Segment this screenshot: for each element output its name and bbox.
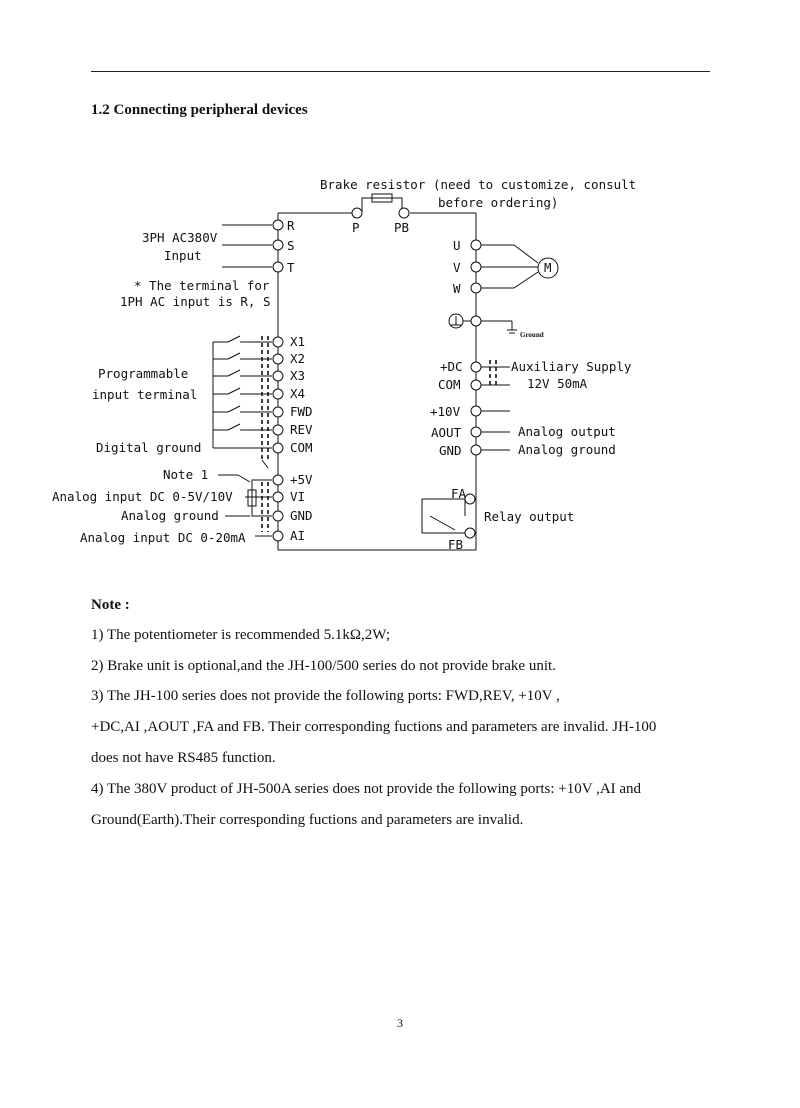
single-phase-note-line1: * The terminal for bbox=[134, 278, 270, 293]
terminal-fb-label: FB bbox=[448, 537, 463, 552]
terminal-t-label: T bbox=[287, 260, 295, 275]
terminal-p-label: P bbox=[352, 220, 360, 235]
wiring-diagram: Brake resistor (need to customize, consu… bbox=[52, 177, 636, 552]
terminal-vi-label: VI bbox=[290, 489, 305, 504]
brake-note-line2: before ordering) bbox=[438, 195, 558, 210]
programmable-label-line2: input terminal bbox=[92, 387, 197, 402]
analog-input-voltage-label: Analog input DC 0-5V/10V bbox=[52, 489, 233, 504]
analog-input-current-label: Analog input DC 0-20mA bbox=[80, 530, 246, 545]
terminal-s-label: S bbox=[287, 238, 295, 253]
page-number: 3 bbox=[397, 1016, 403, 1030]
brake-resistor-label: Brake resistor bbox=[320, 177, 426, 192]
input-label-line2: Input bbox=[164, 248, 202, 263]
terminal-w-label: W bbox=[453, 281, 461, 296]
terminal-x1-label: X1 bbox=[290, 334, 305, 349]
analog-ground-right-label: Analog ground bbox=[518, 442, 616, 457]
terminal-5v-label: +5V bbox=[290, 472, 313, 487]
single-phase-note-line2: 1PH AC input is R, S bbox=[120, 294, 271, 309]
note1-label: Note 1 bbox=[163, 467, 208, 482]
aux-supply-line2: 12V 50mA bbox=[527, 376, 588, 391]
note-line-4: +DC,AI ,AOUT ,FA and FB. Their correspon… bbox=[91, 719, 657, 735]
note-line-6: 4) The 380V product of JH-500A series do… bbox=[91, 781, 642, 797]
terminal-v-label: V bbox=[453, 260, 461, 275]
terminal-rev-label: REV bbox=[290, 422, 313, 437]
terminal-x3-label: X3 bbox=[290, 368, 305, 383]
ground-label: Ground bbox=[520, 331, 544, 339]
header-rule bbox=[91, 71, 710, 72]
terminal-pb-label: PB bbox=[394, 220, 409, 235]
analog-ground-left-label: Analog ground bbox=[121, 508, 219, 523]
note-line-3: 3) The JH-100 series does not provide th… bbox=[91, 688, 560, 704]
terminal-com-label: COM bbox=[290, 440, 313, 455]
programmable-label-line1: Programmable bbox=[98, 366, 188, 381]
terminal-fa-label: FA bbox=[451, 486, 467, 501]
terminal-gnd-right-label: GND bbox=[439, 443, 462, 458]
terminal-fwd-label: FWD bbox=[290, 404, 313, 419]
terminal-gnd-label: GND bbox=[290, 508, 313, 523]
analog-output-label: Analog output bbox=[518, 424, 616, 439]
input-label-line1: 3PH AC380V bbox=[142, 230, 218, 245]
note-line-7: Ground(Earth).Their corresponding fuctio… bbox=[91, 812, 524, 828]
relay-output-label: Relay output bbox=[484, 509, 574, 524]
brake-note-line1: (need to customize, consult bbox=[433, 177, 636, 192]
terminal-10v-label: +10V bbox=[430, 404, 461, 419]
terminal-dc-label: +DC bbox=[440, 359, 463, 374]
terminal-ai-label: AI bbox=[290, 528, 305, 543]
note-title: Note : bbox=[91, 597, 130, 613]
motor-label: M bbox=[544, 260, 552, 275]
terminal-x2-label: X2 bbox=[290, 351, 305, 366]
terminal-aout-label: AOUT bbox=[431, 425, 462, 440]
terminal-com-right-label: COM bbox=[438, 377, 461, 392]
terminal-x4-label: X4 bbox=[290, 386, 305, 401]
note-line-2: 2) Brake unit is optional,and the JH-100… bbox=[91, 658, 556, 674]
aux-supply-line1: Auxiliary Supply bbox=[511, 359, 632, 374]
terminal-r-label: R bbox=[287, 218, 295, 233]
note-line-5: does not have RS485 function. bbox=[91, 750, 276, 766]
note-line-1: 1) The potentiometer is recommended 5.1k… bbox=[91, 627, 390, 643]
section-heading: 1.2 Connecting peripheral devices bbox=[91, 102, 308, 118]
digital-ground-label: Digital ground bbox=[96, 440, 201, 455]
terminal-u-label: U bbox=[453, 238, 461, 253]
